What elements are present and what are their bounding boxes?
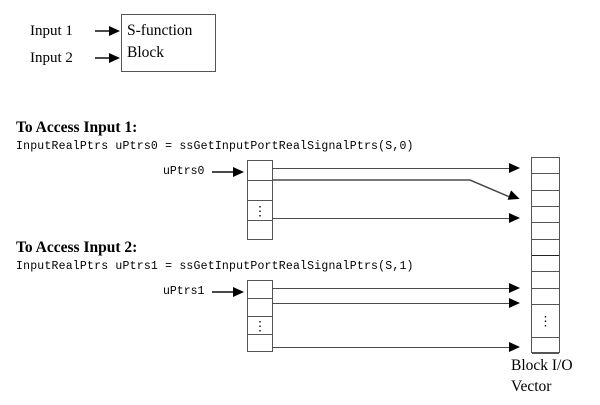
uptrs0-link-2-arrowhead-icon xyxy=(509,213,520,223)
block-io-vector-caption-line2: Vector xyxy=(511,377,552,395)
block-io-vector: ⋮ xyxy=(531,157,560,354)
input-1-arrowhead-icon xyxy=(109,25,120,36)
uptrs0-arrowhead-icon xyxy=(233,166,244,177)
uptrs1-arrowhead-icon xyxy=(233,286,244,297)
io-vector-cell-4 xyxy=(532,223,559,240)
uptrs0-pointer-line xyxy=(212,171,236,173)
uptrs1-label: uPtrs1 xyxy=(163,285,205,298)
input-2-label: Input 2 xyxy=(30,50,73,66)
uptrs1-link-2-arrowhead-icon xyxy=(509,342,520,352)
io-vector-cell-8 xyxy=(532,289,559,305)
s-function-block-title-line2: Block xyxy=(127,44,165,62)
uptrs1-array: ⋮ xyxy=(247,280,273,352)
uptrs1-pointer-line xyxy=(212,291,236,293)
uptrs0-cell-0 xyxy=(248,161,272,181)
section-1-code: InputRealPtrs uPtrs0 = ssGetInputPortRea… xyxy=(16,140,414,153)
uptrs0-cell-last xyxy=(248,221,272,241)
uptrs0-link-0-line xyxy=(272,167,512,169)
uptrs1-cell-0 xyxy=(248,281,272,299)
io-vector-cell-3 xyxy=(532,207,559,224)
io-vector-cell-ellipsis-value: ⋮ xyxy=(539,313,552,329)
io-vector-cell-ellipsis: ⋮ xyxy=(532,305,559,338)
uptrs0-link-0-arrowhead-icon xyxy=(509,163,520,173)
section-1-heading: To Access Input 1: xyxy=(16,119,138,136)
s-function-block-title-line1: S-function xyxy=(127,22,193,39)
input-2-arrowhead-icon xyxy=(109,52,120,63)
uptrs0-link-1-line xyxy=(272,179,513,199)
section-2-code: InputRealPtrs uPtrs1 = ssGetInputPortRea… xyxy=(16,260,414,273)
input-1-label: Input 1 xyxy=(30,23,73,39)
uptrs1-cell-ellipsis: ⋮ xyxy=(248,317,272,335)
io-vector-cell-7 xyxy=(532,272,559,289)
uptrs1-cell-1 xyxy=(248,299,272,317)
uptrs1-cell-ellipsis-value: ⋮ xyxy=(253,318,267,333)
block-io-vector-caption-line1: Block I/O xyxy=(511,357,573,374)
uptrs1-link-0-arrowhead-icon xyxy=(509,283,520,293)
uptrs1-link-1-arrowhead-icon xyxy=(509,298,520,308)
io-vector-cell-1 xyxy=(532,174,559,191)
uptrs1-cell-last xyxy=(248,335,272,353)
section-2-heading: To Access Input 2: xyxy=(16,239,138,256)
io-vector-cell-5 xyxy=(532,240,559,256)
block-io-vector-caption: Block I/O Vector xyxy=(511,356,573,398)
uptrs1-link-1-line xyxy=(272,302,512,304)
input-2-arrow-line xyxy=(95,57,117,59)
io-vector-cell-0 xyxy=(532,158,559,175)
uptrs0-label: uPtrs0 xyxy=(163,165,205,178)
io-vector-cell-10 xyxy=(532,338,559,354)
uptrs0-array: ⋮ xyxy=(247,160,273,240)
io-vector-cell-6 xyxy=(532,256,559,273)
s-function-block: S-function Block xyxy=(121,14,216,72)
uptrs0-cell-ellipsis: ⋮ xyxy=(248,201,272,221)
uptrs1-link-2-line xyxy=(272,346,512,348)
uptrs0-cell-ellipsis-value: ⋮ xyxy=(253,203,267,218)
uptrs1-link-0-line xyxy=(272,287,512,289)
uptrs0-cell-1 xyxy=(248,181,272,201)
uptrs0-link-2-line xyxy=(272,217,512,219)
io-vector-cell-2 xyxy=(532,191,559,207)
input-1-arrow-line xyxy=(95,30,117,32)
